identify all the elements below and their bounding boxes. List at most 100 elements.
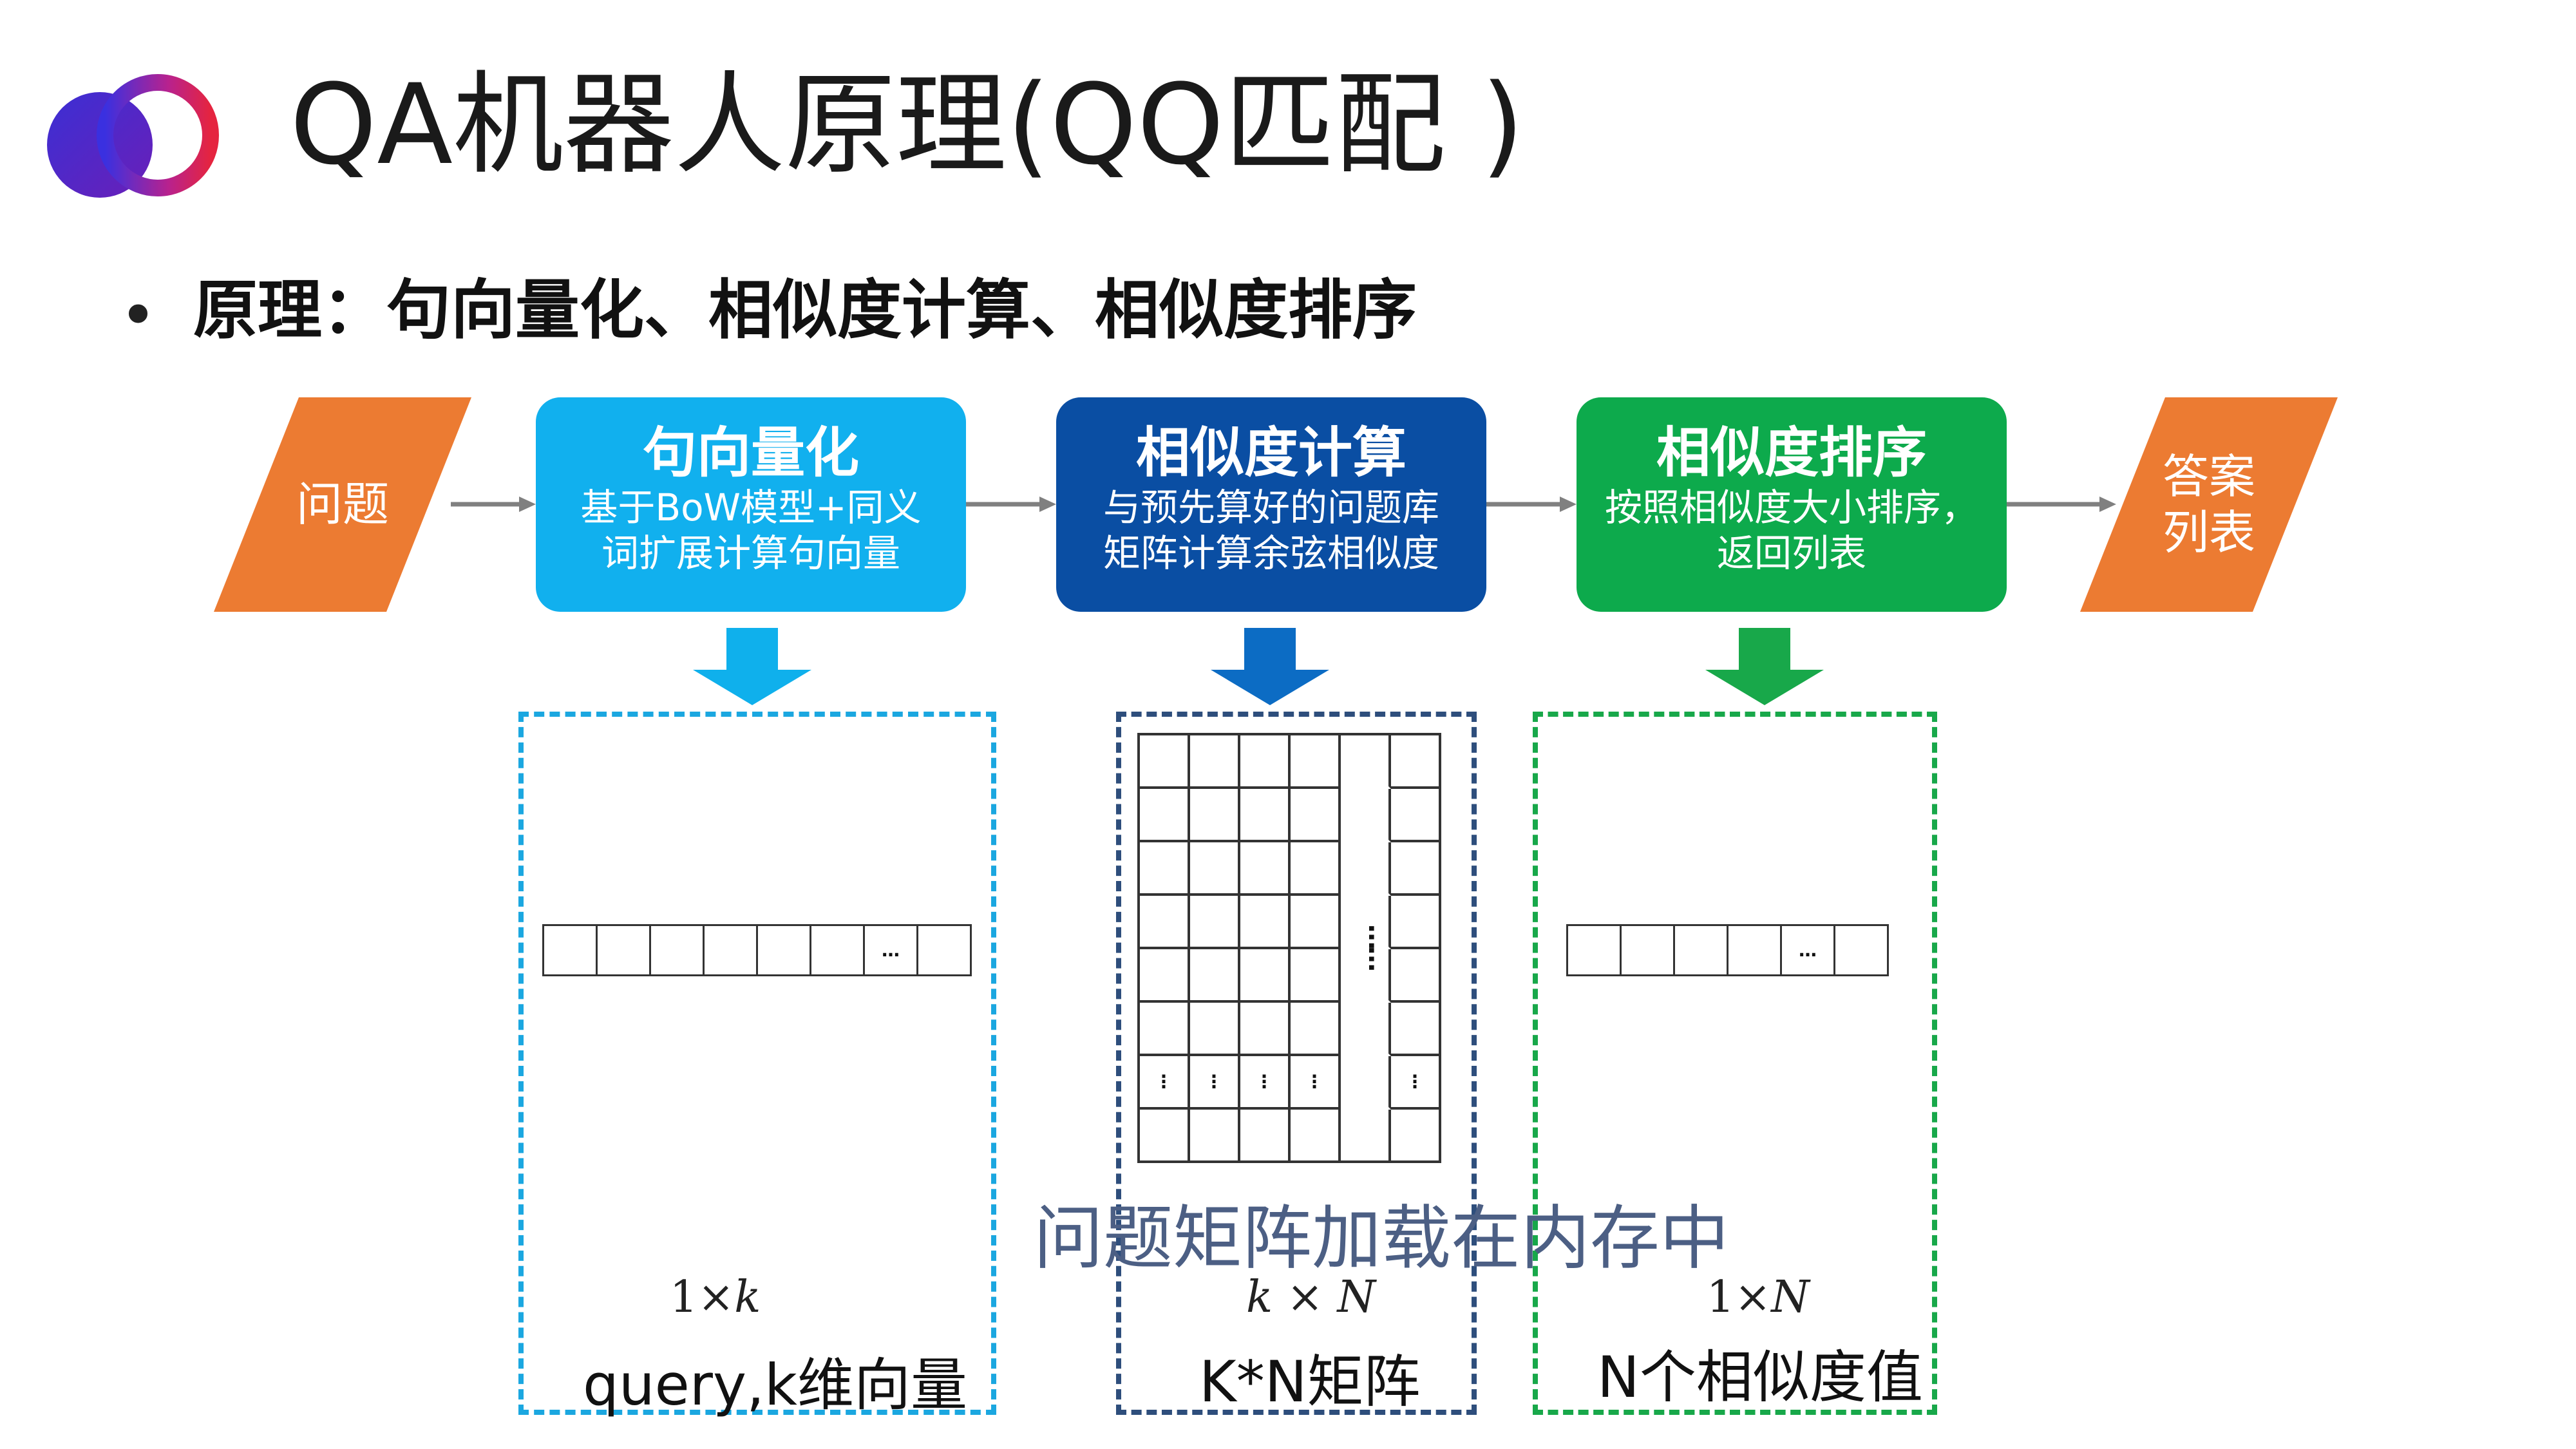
matrix-cell: [1291, 842, 1341, 896]
matrix-cell: [1291, 789, 1341, 842]
matrix-in-memory-note: 问题矩阵加载在内存中: [1034, 1198, 1730, 1279]
matrix-cell: [1140, 842, 1190, 896]
vector-cell: [651, 926, 705, 976]
stage-3-title: 相似度排序: [1656, 421, 1927, 484]
vector-cell: [1675, 926, 1728, 976]
matrix-cell: [1190, 949, 1240, 1003]
matrix-cell: [1240, 1110, 1291, 1163]
matrix-cell-ellipsis: ⋮: [1140, 1056, 1190, 1110]
matrix-cell: [1140, 896, 1190, 949]
question-matrix-box: [1116, 712, 1477, 1415]
matrix-cell: [1140, 789, 1190, 842]
stage-1-desc-line-1: 基于BoW模型+同义: [580, 486, 922, 530]
matrix-gap-cell: [1341, 842, 1391, 896]
matrix-cell: [1391, 1003, 1441, 1056]
vector-cell: [1622, 926, 1675, 976]
matrix-cell: [1391, 949, 1441, 1003]
matrix-cell: [1190, 789, 1240, 842]
output-label-line-1: 答案: [2162, 450, 2255, 504]
matrix-cell: [1391, 735, 1441, 789]
matrix-cell-ellipsis: ⋮: [1291, 1056, 1341, 1110]
matrix-gap-cell: [1341, 789, 1391, 842]
matrix-gap-cell: [1341, 735, 1391, 789]
matrix-cell-ellipsis: ⋮: [1240, 1056, 1291, 1110]
dimension-label-1xN: 1×N: [1707, 1272, 1810, 1323]
vector-cell: [544, 926, 598, 976]
matrix-cell: [1140, 1003, 1190, 1056]
stage-1-desc-line-2: 词扩展计算句向量: [601, 531, 900, 576]
stage-3-desc-line-1: 按照相似度大小排序，: [1604, 486, 1978, 530]
vector-cell-ellipsis: …: [865, 926, 918, 976]
stage-2-desc-line-1: 与预先算好的问题库: [1103, 486, 1439, 530]
down-arrow-stage2: [1211, 628, 1329, 705]
matrix-cell: [1291, 1110, 1341, 1163]
input-question-shape: 问题: [214, 397, 471, 612]
bullet-text: 原理：句向量化、相似度计算、相似度排序: [193, 272, 1417, 348]
caption-query-vector: query,k维向量: [583, 1352, 967, 1418]
question-matrix: ⋮⋮⋮⋮⋮: [1137, 733, 1441, 1163]
stage-similarity-calculation: 相似度计算 与预先算好的问题库 矩阵计算余弦相似度: [1056, 397, 1486, 612]
matrix-gap-cell: [1341, 949, 1391, 1003]
matrix-cell: [1291, 1003, 1341, 1056]
matrix-gap-cell: [1341, 1110, 1391, 1163]
matrix-gap-cell: [1341, 896, 1391, 949]
vector-cell: [918, 926, 972, 976]
matrix-cell: [1190, 1003, 1240, 1056]
matrix-cell: [1240, 735, 1291, 789]
matrix-cell: [1140, 949, 1190, 1003]
dimension-label-1xk: 1×k: [670, 1272, 761, 1323]
brand-logo-icon: [47, 74, 219, 198]
matrix-gap-cell: [1341, 1003, 1391, 1056]
matrix-cell: [1190, 1110, 1240, 1163]
vector-cell: [598, 926, 651, 976]
matrix-column-ellipsis: ……: [1363, 924, 1392, 968]
stage-sentence-vectorization: 句向量化 基于BoW模型+同义 词扩展计算句向量: [536, 397, 966, 612]
matrix-cell: [1140, 1110, 1190, 1163]
flow-arrow-stage2-to-stage3: [1486, 497, 1577, 512]
matrix-cell: [1240, 896, 1291, 949]
similarity-values-box: [1533, 712, 1937, 1415]
vector-cell: [758, 926, 811, 976]
matrix-cell-ellipsis: ⋮: [1190, 1056, 1240, 1110]
similarity-vector: …: [1566, 924, 1889, 976]
input-question-label: 问题: [296, 477, 389, 532]
matrix-cell: [1190, 735, 1240, 789]
query-vector-box: [518, 712, 996, 1415]
matrix-cell: [1291, 896, 1341, 949]
dimension-label-kxN: k × N: [1246, 1272, 1376, 1323]
matrix-cell: [1391, 789, 1441, 842]
matrix-cell: [1140, 735, 1190, 789]
matrix-cell: [1391, 896, 1441, 949]
matrix-cell-ellipsis: ⋮: [1391, 1056, 1441, 1110]
matrix-cell: [1240, 789, 1291, 842]
matrix-cell: [1291, 949, 1341, 1003]
matrix-cell: [1190, 842, 1240, 896]
matrix-cell: [1240, 842, 1291, 896]
matrix-cell: [1391, 1110, 1441, 1163]
caption-similarity-values: N个相似度值: [1597, 1344, 1923, 1410]
stage-3-desc-line-2: 返回列表: [1716, 531, 1866, 576]
stage-2-desc-line-2: 矩阵计算余弦相似度: [1103, 531, 1439, 576]
output-answer-list-shape: 答案 列表: [2080, 397, 2338, 612]
down-arrow-stage1: [693, 628, 811, 705]
caption-kn-matrix: K*N矩阵: [1199, 1349, 1421, 1415]
matrix-gap-cell: [1341, 1056, 1391, 1110]
matrix-cell: [1291, 735, 1341, 789]
vector-cell-ellipsis: …: [1782, 926, 1835, 976]
matrix-cell: [1190, 896, 1240, 949]
matrix-cell: [1391, 842, 1441, 896]
matrix-cell: [1240, 1003, 1291, 1056]
vector-cell: [811, 926, 865, 976]
down-arrow-stage3: [1705, 628, 1824, 705]
vector-cell: [1568, 926, 1622, 976]
query-vector: …: [542, 924, 972, 976]
vector-cell: [1835, 926, 1889, 976]
stage-1-title: 句向量化: [642, 421, 859, 484]
flow-arrow-stage1-to-stage2: [966, 497, 1056, 512]
stage-2-title: 相似度计算: [1135, 421, 1406, 484]
vector-cell: [705, 926, 758, 976]
output-label-line-2: 列表: [2162, 505, 2255, 560]
matrix-cell: [1240, 949, 1291, 1003]
stage-similarity-sorting: 相似度排序 按照相似度大小排序， 返回列表: [1577, 397, 2007, 612]
page-title: QA机器人原理(QQ匹配 ): [290, 60, 1524, 189]
